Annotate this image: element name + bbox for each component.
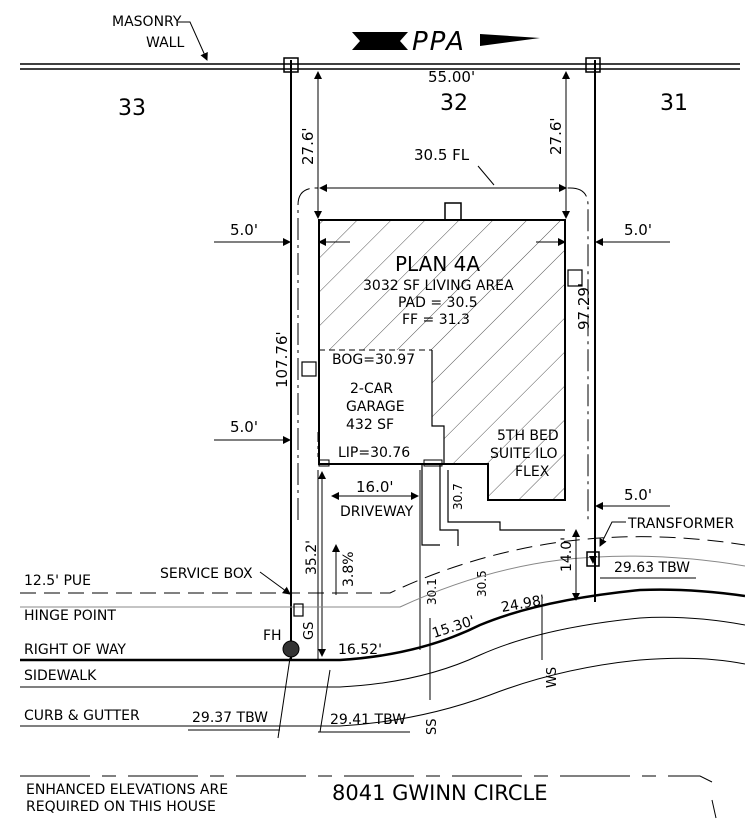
pue-label: 12.5' PUE <box>24 573 91 589</box>
right-of-way-label: RIGHT OF WAY <box>24 642 126 658</box>
note-line-1: ENHANCED ELEVATIONS ARE <box>26 782 228 798</box>
dim-rear-setback-left: 27.6' <box>299 127 317 165</box>
pue-line <box>20 536 745 594</box>
sidewalk-line <box>20 616 745 688</box>
lip-elevation: LIP=30.76 <box>338 445 410 461</box>
dim-side-right-top: 5.0' <box>624 221 652 239</box>
bed-label-3: FLEX <box>515 464 550 480</box>
fire-hydrant-icon <box>282 640 300 658</box>
lot-number-center: 32 <box>440 91 468 116</box>
living-area: 3032 SF LIVING AREA <box>363 278 514 294</box>
masonry-wall-leader <box>178 21 208 61</box>
dim-depth-right: 97.29' <box>575 283 593 330</box>
transformer-icon <box>586 551 600 567</box>
dim-rear-setback-right: 27.6' <box>547 117 565 155</box>
sidewalk-label: SIDEWALK <box>24 668 97 684</box>
grade-301: 30.1 <box>425 578 439 605</box>
house-footprint <box>318 202 566 546</box>
curb-gutter-label: CURB & GUTTER <box>24 708 140 724</box>
masonry-wall <box>20 63 740 70</box>
dim-frontage-3: 24.98' <box>500 593 546 616</box>
dim-right-front: 14.0' <box>559 537 575 572</box>
ff-elevation: FF = 31.3 <box>402 312 470 328</box>
dim-front-setback: 35.2' <box>304 540 320 575</box>
bed-label-1: 5TH BED <box>497 428 559 444</box>
note-line-2: REQUIRED ON THIS HOUSE <box>26 799 216 815</box>
bog-elevation: BOG=30.97 <box>332 352 415 368</box>
dim-driveway-width: 16.0' <box>356 478 394 496</box>
lot-number-right: 31 <box>660 91 688 116</box>
street-address: 8041 GWINN CIRCLE <box>332 781 547 805</box>
dim-depth-left: 107.76' <box>273 331 291 388</box>
service-box-label: SERVICE BOX <box>160 566 253 582</box>
dim-front-width: 55.00' <box>428 68 475 86</box>
pad-elevation: PAD = 30.5 <box>398 295 478 311</box>
right-of-way-line <box>20 588 745 662</box>
masonry-wall-label-1: MASONRY <box>112 14 182 30</box>
fh-label: FH <box>263 628 282 644</box>
north-arrow-icon <box>352 32 540 50</box>
property-lines <box>283 57 601 660</box>
garage-label-3: 432 SF <box>346 417 394 433</box>
slope-label: 3.8% <box>341 551 357 587</box>
masonry-wall-label-2: WALL <box>146 35 184 51</box>
north-arrow-label: PPA <box>412 27 466 57</box>
hinge-point-label: HINGE POINT <box>24 608 116 624</box>
dim-frontage-1: 16.52' <box>338 642 382 658</box>
tbw-left: 29.37 TBW <box>192 710 268 726</box>
dim-side-left-bottom: 5.0' <box>230 418 258 436</box>
grade-307: 30.7 <box>451 483 465 510</box>
ss-label: SS <box>425 718 440 735</box>
service-box-icon <box>293 603 304 617</box>
street-centerline <box>20 775 713 783</box>
dim-side-left-top: 5.0' <box>230 221 258 239</box>
garage-label-1: 2-CAR <box>350 381 393 397</box>
tbw-mid: 29.41 TBW <box>330 712 406 728</box>
plan-name: PLAN 4A <box>395 252 480 276</box>
transformer-label: TRANSFORMER <box>627 516 734 532</box>
dim-side-right-bottom: 5.0' <box>624 486 652 504</box>
dim-house-width: 30.5 FL <box>414 146 470 164</box>
driveway-label: DRIVEWAY <box>340 504 414 520</box>
bed-label-2: SUITE ILO <box>490 446 558 462</box>
tbw-right: 29.63 TBW <box>614 560 690 576</box>
garage-label-2: GARAGE <box>346 399 405 415</box>
gs-label: GS <box>302 622 317 640</box>
ws-label: WS <box>545 667 560 688</box>
lot-number-left: 33 <box>118 96 146 121</box>
curb-line <box>20 657 745 727</box>
hinge-point-line <box>20 555 745 608</box>
